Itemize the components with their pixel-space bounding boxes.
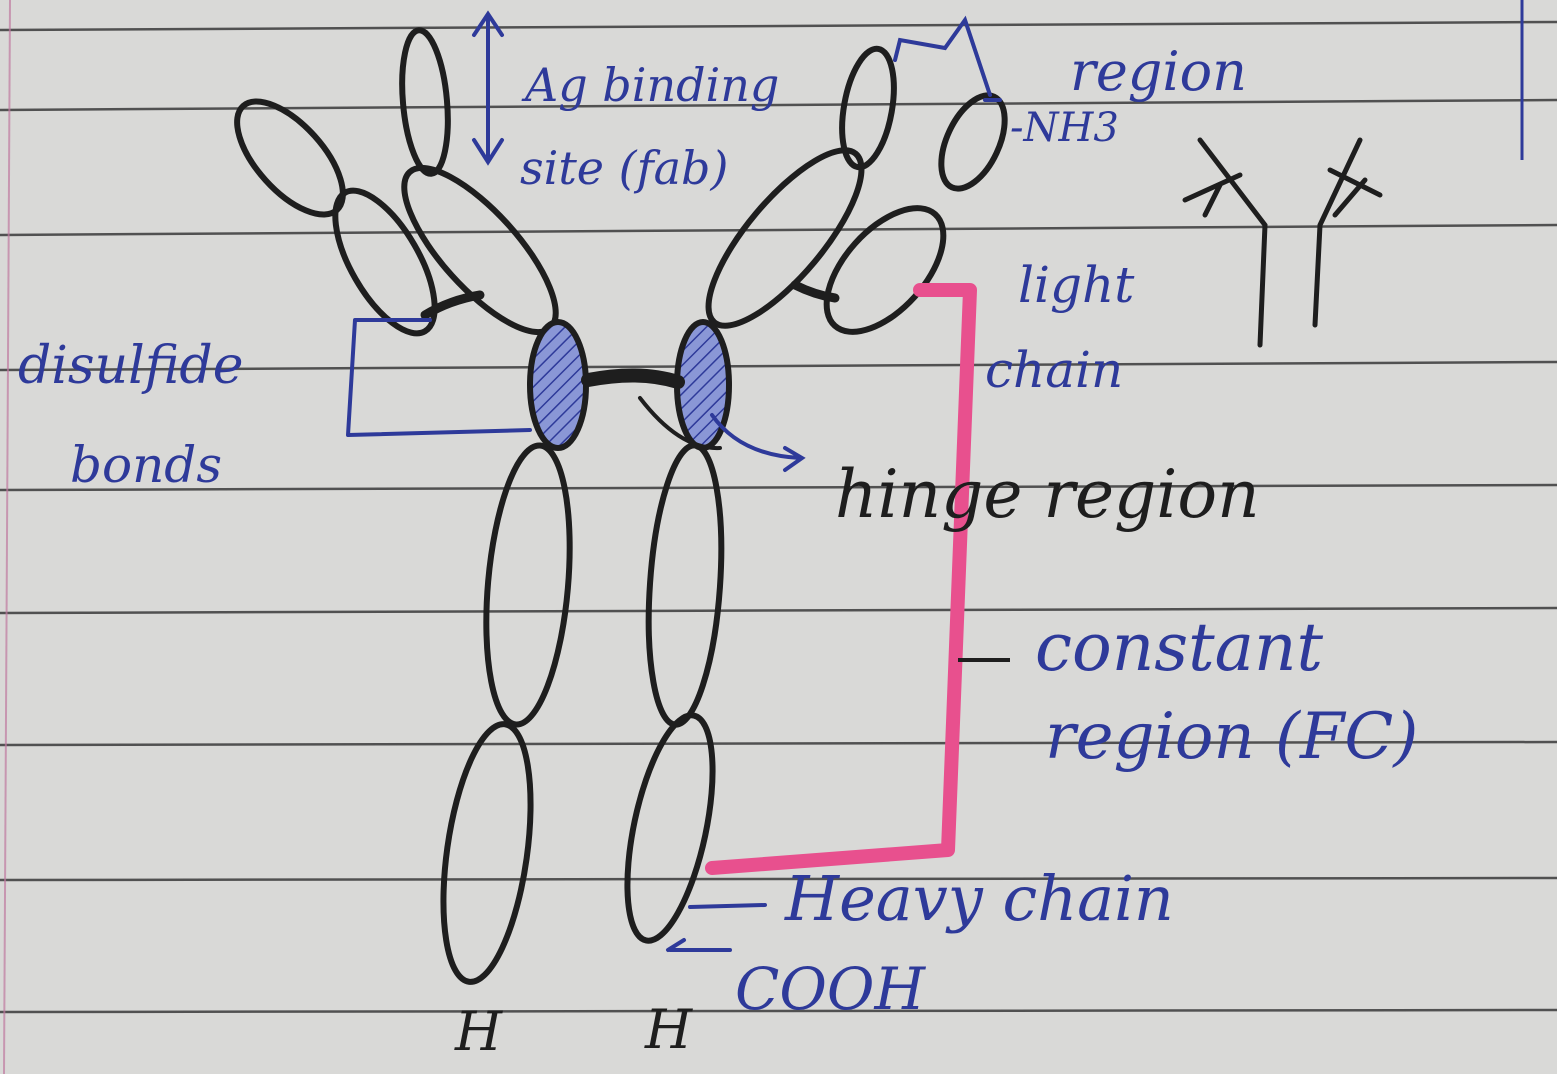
- constant-region-label-line2: region (FC): [1045, 705, 1418, 769]
- constant-region-bracket: [712, 290, 970, 868]
- light-chain-label-line2: chain: [985, 345, 1123, 395]
- heavy-chain-h-right: H: [645, 1003, 692, 1057]
- constant-region-label-line1: constant: [1035, 615, 1323, 681]
- variable-region-bracket: [895, 20, 990, 95]
- left-light-constant: [316, 176, 455, 349]
- right-fc-ch2: [640, 443, 729, 727]
- inter-heavy-disulfide: [588, 375, 678, 382]
- light-chain-label-line1: light: [1018, 260, 1134, 310]
- ag-binding-label-line1: Ag binding: [525, 62, 779, 108]
- left-fc-ch2: [476, 442, 580, 728]
- disulfide-bonds-label-line1: disulfide: [18, 340, 243, 392]
- heavy-chain-pointer: [690, 905, 765, 907]
- margin-line: [4, 0, 10, 1074]
- ag-binding-arrow: [474, 14, 502, 162]
- hinge-region-label: hinge region: [835, 462, 1260, 528]
- left-heavy-variable: [397, 28, 453, 175]
- left-light-variable: [219, 84, 362, 232]
- mini-antibody-sketch: [1185, 140, 1380, 345]
- heavy-chain-h-left: H: [455, 1005, 502, 1059]
- variable-region-label: region: [1070, 45, 1247, 99]
- ag-binding-label-line2: site (fab): [520, 145, 728, 191]
- cooh-label: COOH: [735, 960, 925, 1018]
- left-hinge: [530, 322, 586, 448]
- heavy-chain-label: Heavy chain: [785, 868, 1174, 930]
- cooh-pointer: [668, 940, 730, 950]
- left-fc-ch3: [429, 719, 544, 988]
- right-light-constant: [805, 187, 965, 352]
- disulfide-bonds-label-line2: bonds: [70, 440, 222, 490]
- nh3-label: -NH3: [1010, 108, 1119, 148]
- disulfide-bracket: [348, 320, 530, 435]
